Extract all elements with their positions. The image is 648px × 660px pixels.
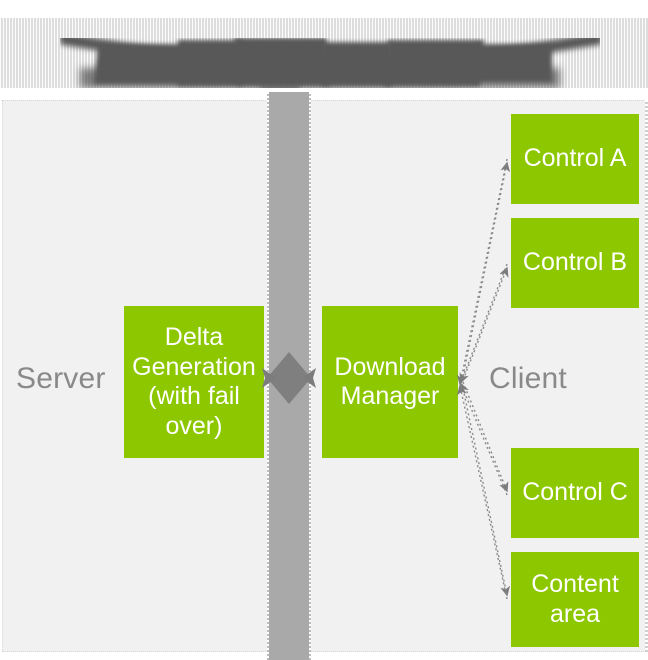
node-control-b[interactable]: Control B xyxy=(511,218,639,308)
zone-label-client: Client xyxy=(489,362,567,395)
band-hatch-texture xyxy=(0,18,648,90)
node-control-a[interactable]: Control A xyxy=(511,114,639,204)
node-content-area[interactable]: Content area xyxy=(511,552,639,647)
server-client-boundary xyxy=(267,92,311,660)
canvas-right-edge xyxy=(645,100,648,652)
node-delta-generation[interactable]: Delta Generation (with fail over) xyxy=(124,306,264,458)
node-download-manager[interactable]: Download Manager xyxy=(322,306,458,458)
zone-label-server: Server xyxy=(16,362,106,395)
node-control-c[interactable]: Control C xyxy=(511,448,639,538)
header-separator xyxy=(0,88,648,92)
obscured-title-band xyxy=(0,18,648,90)
